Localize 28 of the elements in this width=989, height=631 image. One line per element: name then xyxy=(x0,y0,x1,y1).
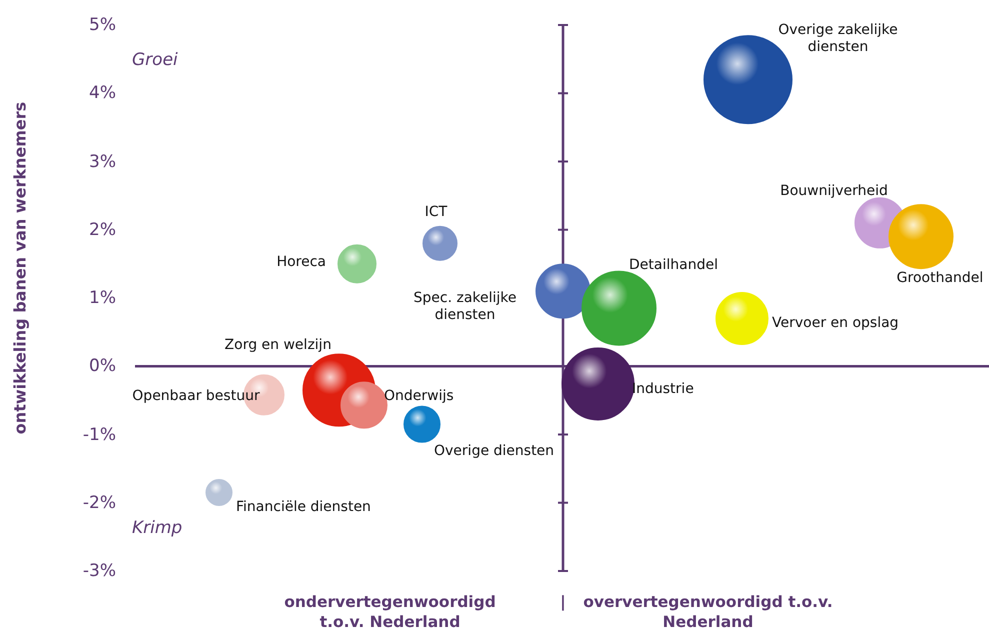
separator: | xyxy=(559,592,567,612)
axis-tick-label: 3% xyxy=(88,152,116,172)
axis-tick-label: -1% xyxy=(82,424,116,444)
data-label: Zorg en welzijn xyxy=(224,337,332,354)
data-label: Detailhandel xyxy=(629,257,718,274)
axis-tick-label: 5% xyxy=(88,15,116,35)
data-label: Horeca xyxy=(276,254,326,271)
axis-tick-label: -2% xyxy=(82,492,116,513)
data-label: ICT xyxy=(424,204,448,221)
data-label: Overige diensten xyxy=(434,443,554,460)
data-label: Openbaar bestuur xyxy=(132,388,260,405)
axis-category-label: ondervertegenwoordigd t.o.v. Nederland xyxy=(283,592,497,631)
data-label: Groothandel xyxy=(896,270,984,287)
axis-tick-label: 4% xyxy=(88,83,116,104)
data-label: Onderwijs xyxy=(384,388,454,405)
data-label: Overige zakelijke diensten xyxy=(777,22,899,56)
data-label: Bouwnijverheid xyxy=(780,183,888,200)
data-label: Vervoer en opslag xyxy=(772,315,899,332)
data-label: Financiële diensten xyxy=(236,499,371,516)
axis-tick-label: 2% xyxy=(88,220,116,240)
axis-title: ontwikkeling banen van werknemers xyxy=(12,102,28,434)
axis-category-label: oververtegenwoordigd t.o.v. Nederland xyxy=(583,592,833,631)
axis-tick-label: 0% xyxy=(88,356,116,376)
quadrant-label: Krimp xyxy=(132,518,182,538)
data-label: Spec. zakelijke diensten xyxy=(412,290,518,324)
quadrant-label: Groei xyxy=(132,50,178,70)
axis-tick-label: -3% xyxy=(82,561,116,581)
axis-tick-label: 1% xyxy=(88,288,116,308)
